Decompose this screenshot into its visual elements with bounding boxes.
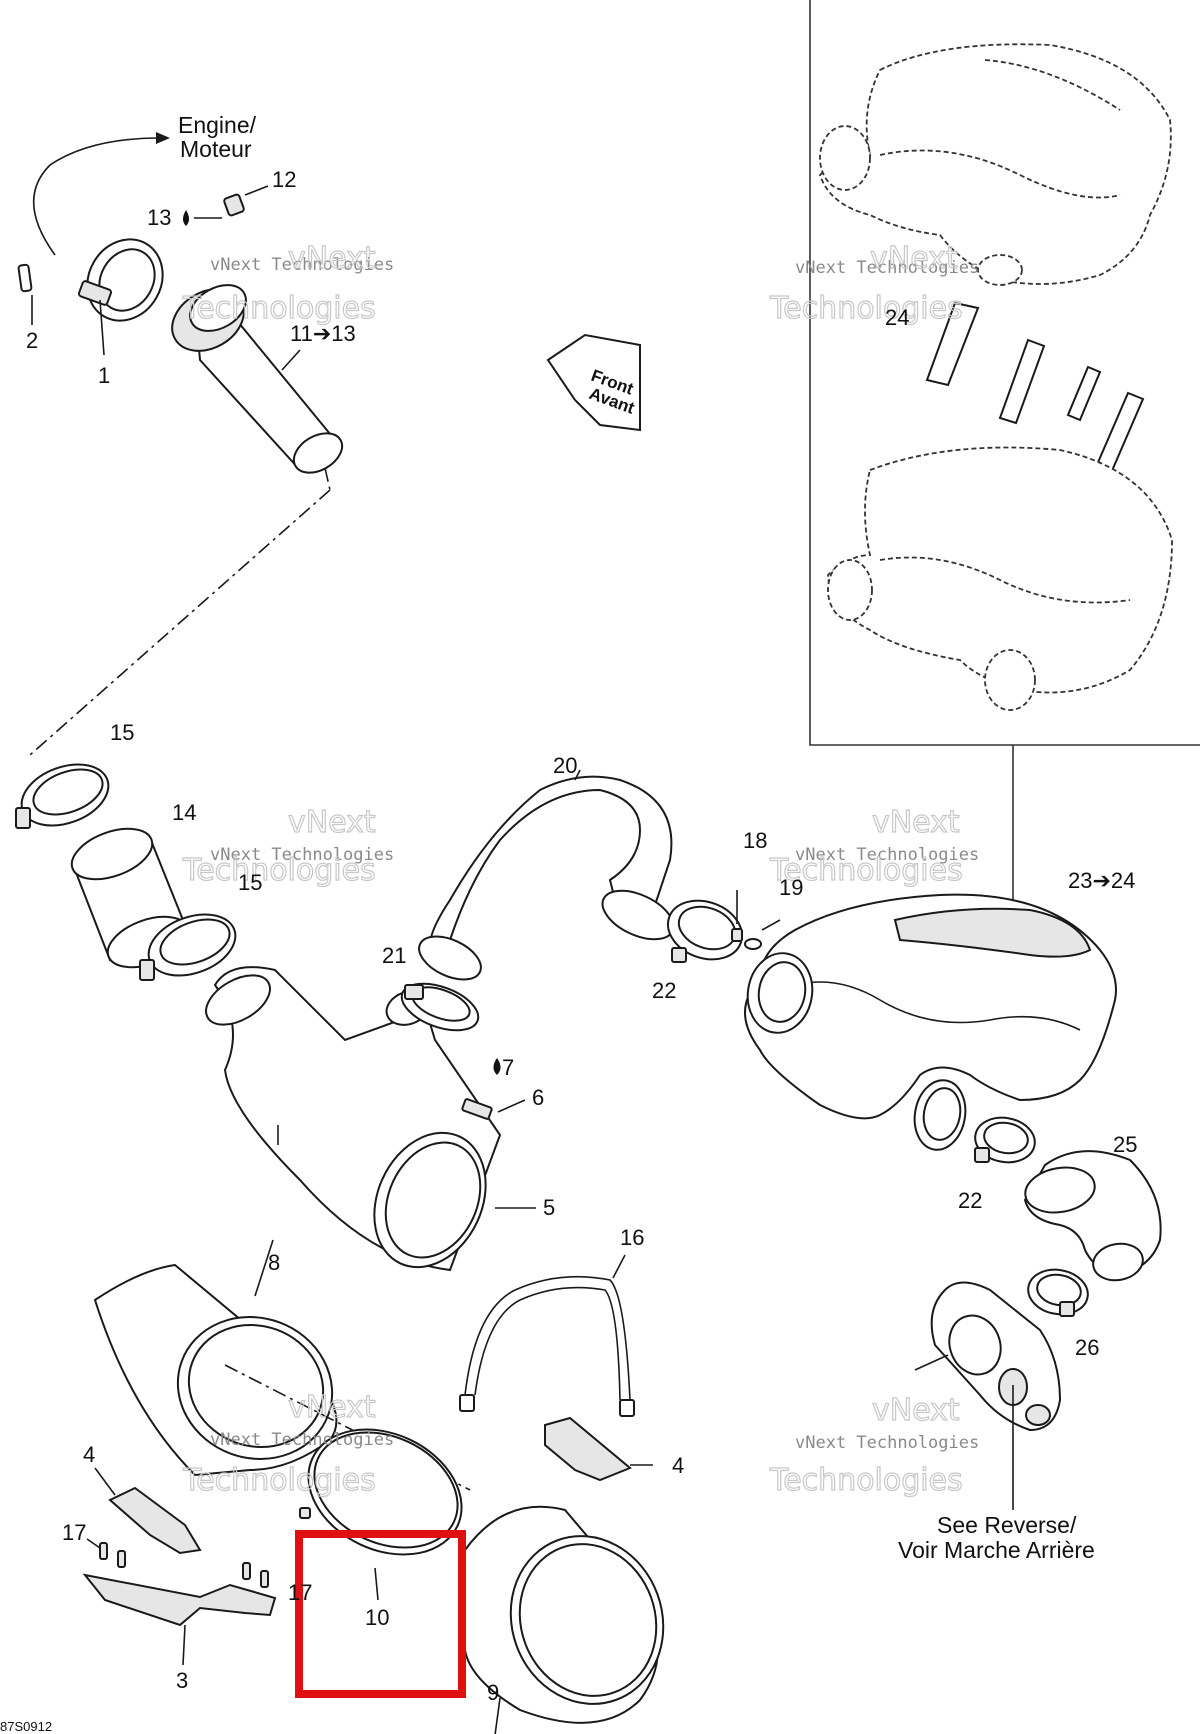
svg-text:vNext: vNext <box>872 805 960 840</box>
label-17-right: 17 <box>288 1580 312 1605</box>
label-20: 20 <box>553 753 577 778</box>
highlight-box-part-10 <box>295 1530 466 1698</box>
watermark-outline: Technologies <box>769 291 963 326</box>
part-17-screws <box>86 1538 269 1588</box>
label-15-upper: 15 <box>110 720 134 745</box>
centerline-b <box>29 489 331 756</box>
svg-text:Voir Marche Arrière: Voir Marche Arrière <box>898 1537 1095 1563</box>
label-24: 24 <box>885 305 909 330</box>
part-15-clamp-upper <box>15 763 110 829</box>
watermark-text: vNext Technologies <box>795 258 979 278</box>
drawing-code: 87S0912 <box>0 1719 52 1734</box>
part-15-clamp-lower <box>139 913 237 981</box>
label-7: 7 <box>502 1055 514 1080</box>
svg-text:Technologies: Technologies <box>182 291 376 326</box>
svg-text:Technologies: Technologies <box>769 853 963 888</box>
part-22-clamp-lower <box>974 1116 1036 1164</box>
part-18-bolt <box>731 890 743 942</box>
engine-label-line2: Moteur <box>180 136 252 162</box>
label-5: 5 <box>543 1195 555 1220</box>
label-4-left: 4 <box>83 1442 95 1467</box>
part-22-clamp-upper <box>667 899 743 963</box>
label-21: 21 <box>382 943 406 968</box>
part-19-washer <box>744 919 781 950</box>
part-number-labels: 1 2 3 4 4 5 6 7 8 9 10 11➔13 12 13 14 15… <box>26 167 1137 1705</box>
label-1: 1 <box>98 363 110 388</box>
part-26-clamp <box>1027 1268 1089 1317</box>
centerline-a <box>324 467 331 491</box>
part-16-strap <box>459 1254 635 1417</box>
svg-text:vNext Technologies: vNext Technologies <box>210 1430 394 1450</box>
label-12: 12 <box>272 167 296 192</box>
svg-text:Technologies: Technologies <box>182 853 376 888</box>
inset-muffler-lower <box>827 446 1173 711</box>
svg-text:See Reverse/: See Reverse/ <box>937 1512 1077 1538</box>
part-3-plate <box>82 1573 277 1666</box>
part-4-bracket-left <box>94 1467 202 1555</box>
watermark-corner: vNext <box>870 241 958 276</box>
label-2: 2 <box>26 328 38 353</box>
part-6-sensor <box>461 1058 526 1120</box>
label-11-13: 11➔13 <box>290 321 356 346</box>
part-1-v-clamp <box>78 238 164 356</box>
svg-text:vNext: vNext <box>872 1393 960 1428</box>
svg-text:vNext: vNext <box>288 1390 376 1425</box>
watermark-4: vNext Technologies Technologies vNext <box>768 1392 979 1498</box>
svg-text:vNext Technologies: vNext Technologies <box>795 1433 979 1453</box>
label-17-left: 17 <box>62 1520 86 1545</box>
label-18: 18 <box>743 828 767 853</box>
part-21-clamp <box>400 982 480 1032</box>
part-20-hose <box>418 769 675 981</box>
label-8: 8 <box>268 1250 280 1275</box>
see-reverse-note: See Reverse/ Voir Marche Arrière <box>898 1512 1095 1563</box>
label-6: 6 <box>532 1085 544 1110</box>
svg-text:vNext Technologies: vNext Technologies <box>210 255 394 275</box>
label-16: 16 <box>620 1225 644 1250</box>
label-26: 26 <box>1075 1335 1099 1360</box>
label-13: 13 <box>147 205 171 230</box>
label-3: 3 <box>176 1668 188 1693</box>
part-11-exhaust-pipe <box>171 284 344 474</box>
part-9-end-cap <box>464 1505 665 1734</box>
label-10: 10 <box>365 1605 389 1630</box>
part-5-muffler <box>205 966 536 1272</box>
watermark-2: vNext Technologies Technologies vNext <box>181 804 394 888</box>
svg-text:vNext: vNext <box>288 805 376 840</box>
watermark-1: vNext Technologies Technologies vNext <box>181 240 394 326</box>
part-23-muffler <box>744 893 1117 1151</box>
label-25: 25 <box>1113 1132 1137 1157</box>
label-4-right: 4 <box>672 1453 684 1478</box>
part-4-bracket-right <box>544 1416 653 1482</box>
inset-panel: vNext Technologies Technologies vNext <box>768 0 1200 954</box>
inset-muffler-upper <box>818 43 1172 286</box>
label-9: 9 <box>487 1680 499 1705</box>
label-15-lower: 15 <box>238 870 262 895</box>
watermark-5: vNext Technologies Technologies vNext <box>181 1389 394 1498</box>
svg-text:Technologies: Technologies <box>769 1463 963 1498</box>
svg-text:vNext: vNext <box>288 241 376 276</box>
label-22-lower: 22 <box>958 1188 982 1213</box>
part-10-band <box>299 1428 463 1601</box>
part-8-heat-shield <box>93 1239 338 1477</box>
label-19: 19 <box>779 875 803 900</box>
svg-text:vNext Technologies: vNext Technologies <box>795 845 979 865</box>
svg-text:Technologies: Technologies <box>182 1463 376 1498</box>
part-12-fitting <box>183 185 269 226</box>
label-23-24: 23➔24 <box>1068 868 1135 893</box>
part-2-pin <box>17 263 33 325</box>
part-25-elbow-hose <box>1023 1150 1162 1282</box>
engine-label-line1: Engine/ <box>178 112 257 138</box>
svg-text:vNext Technologies: vNext Technologies <box>210 845 394 865</box>
label-14: 14 <box>172 800 196 825</box>
front-arrow: Front Avant <box>546 333 641 432</box>
label-22-upper: 22 <box>652 978 676 1003</box>
watermark-3: vNext Technologies Technologies vNext <box>768 804 979 888</box>
inset-bars <box>925 301 1145 482</box>
engine-arrow: Engine/ Moteur <box>32 112 257 256</box>
